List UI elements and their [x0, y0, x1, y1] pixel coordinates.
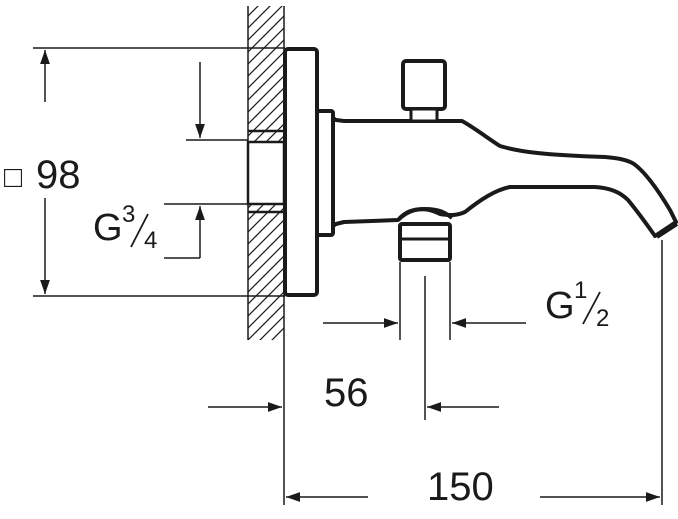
- outlet-thread-numerator: 1: [574, 277, 587, 304]
- plate-size-value: 98: [36, 153, 81, 197]
- total-length-value: 150: [427, 465, 494, 509]
- plate-size-label: □ 98: [4, 153, 81, 197]
- inlet-thread-slash: [130, 213, 149, 248]
- outlet-thread-g: G: [545, 285, 575, 327]
- diverter-knob: [401, 59, 447, 123]
- plate-size-dimension: [33, 47, 285, 297]
- inlet-thread-denominator: 4: [144, 227, 157, 254]
- outlet-distance-dimension: [208, 276, 499, 505]
- total-length-dimension: [286, 240, 663, 505]
- faucet-body: [331, 116, 678, 239]
- outlet-thread-slash: [582, 291, 601, 325]
- square-symbol: □: [4, 161, 23, 194]
- inlet-thread-dimension: [164, 62, 248, 259]
- inlet-thread-g: G: [93, 207, 123, 249]
- inlet-thread-label: G 3 4: [93, 201, 157, 254]
- outlet-thread-label: G 1 2: [545, 277, 609, 332]
- outlet-connection: [396, 206, 454, 262]
- inlet-thread-numerator: 3: [122, 201, 135, 228]
- outlet-distance-value: 56: [324, 371, 369, 415]
- outlet-thread-dimension: [323, 262, 526, 340]
- inlet-pipe: [246, 129, 286, 214]
- wall-plate: [283, 47, 335, 297]
- outlet-thread-denominator: 2: [596, 305, 609, 332]
